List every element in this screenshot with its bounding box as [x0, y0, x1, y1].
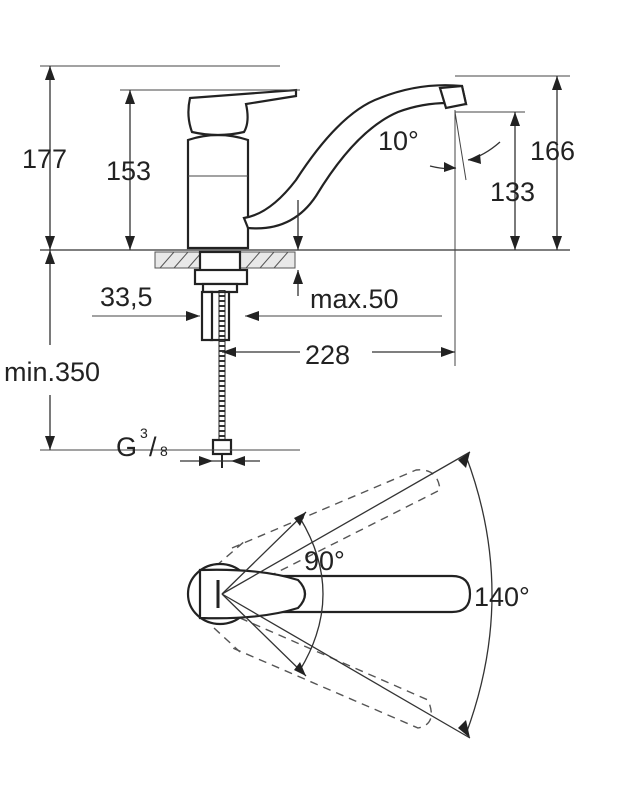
label-overall-height: 177: [22, 144, 67, 174]
dim-spout-outlet-height: 133: [490, 112, 535, 250]
label-connection-thread-slash: /: [149, 432, 157, 462]
lever-handle: [187, 88, 298, 137]
label-connection-thread-numerator: 3: [140, 425, 148, 441]
label-spout-angle: 10°: [378, 126, 419, 156]
side-elevation-view: 177 153 166 133: [4, 65, 575, 468]
label-max-counter-thickness: max.50: [310, 284, 399, 314]
dim-overall-height: 177: [22, 66, 67, 250]
lever-plan: [186, 562, 307, 626]
dim-body-height: 153: [106, 90, 151, 250]
plan-view: 90° 140°: [186, 451, 530, 739]
label-body-height: 153: [106, 156, 151, 186]
dim-body-diameter: 33,5: [100, 282, 259, 321]
label-lever-angle: 90°: [304, 546, 345, 576]
dim-lever-angle: 90°: [221, 511, 345, 677]
label-body-diameter: 33,5: [100, 282, 153, 312]
dim-spout-tip-height: 166: [530, 76, 575, 250]
faucet-body: [186, 133, 250, 250]
spout-swivel-ghost-upper: [215, 469, 441, 587]
dim-spout-angle: 10°: [378, 111, 501, 181]
dim-spout-swivel-angle: 140°: [221, 451, 530, 739]
label-spout-outlet-height: 133: [490, 177, 535, 207]
label-connection-thread-denominator: 8: [160, 443, 168, 459]
label-connection-thread: G: [116, 432, 137, 462]
dim-hose-min-length: min.350: [4, 250, 100, 450]
dim-spout-reach: 228: [222, 340, 455, 370]
spout: [242, 84, 468, 230]
aerator: [438, 84, 468, 110]
dim-max-counter-thickness: max.50: [293, 200, 399, 314]
label-spout-swivel-angle: 140°: [474, 582, 530, 612]
label-spout-reach: 228: [305, 340, 350, 370]
label-hose-min-length: min.350: [4, 357, 100, 387]
spout-swivel-ghost-lower: [213, 617, 432, 729]
dim-connection-thread: G 3 / 8: [116, 425, 260, 466]
label-spout-tip-height: 166: [530, 136, 575, 166]
